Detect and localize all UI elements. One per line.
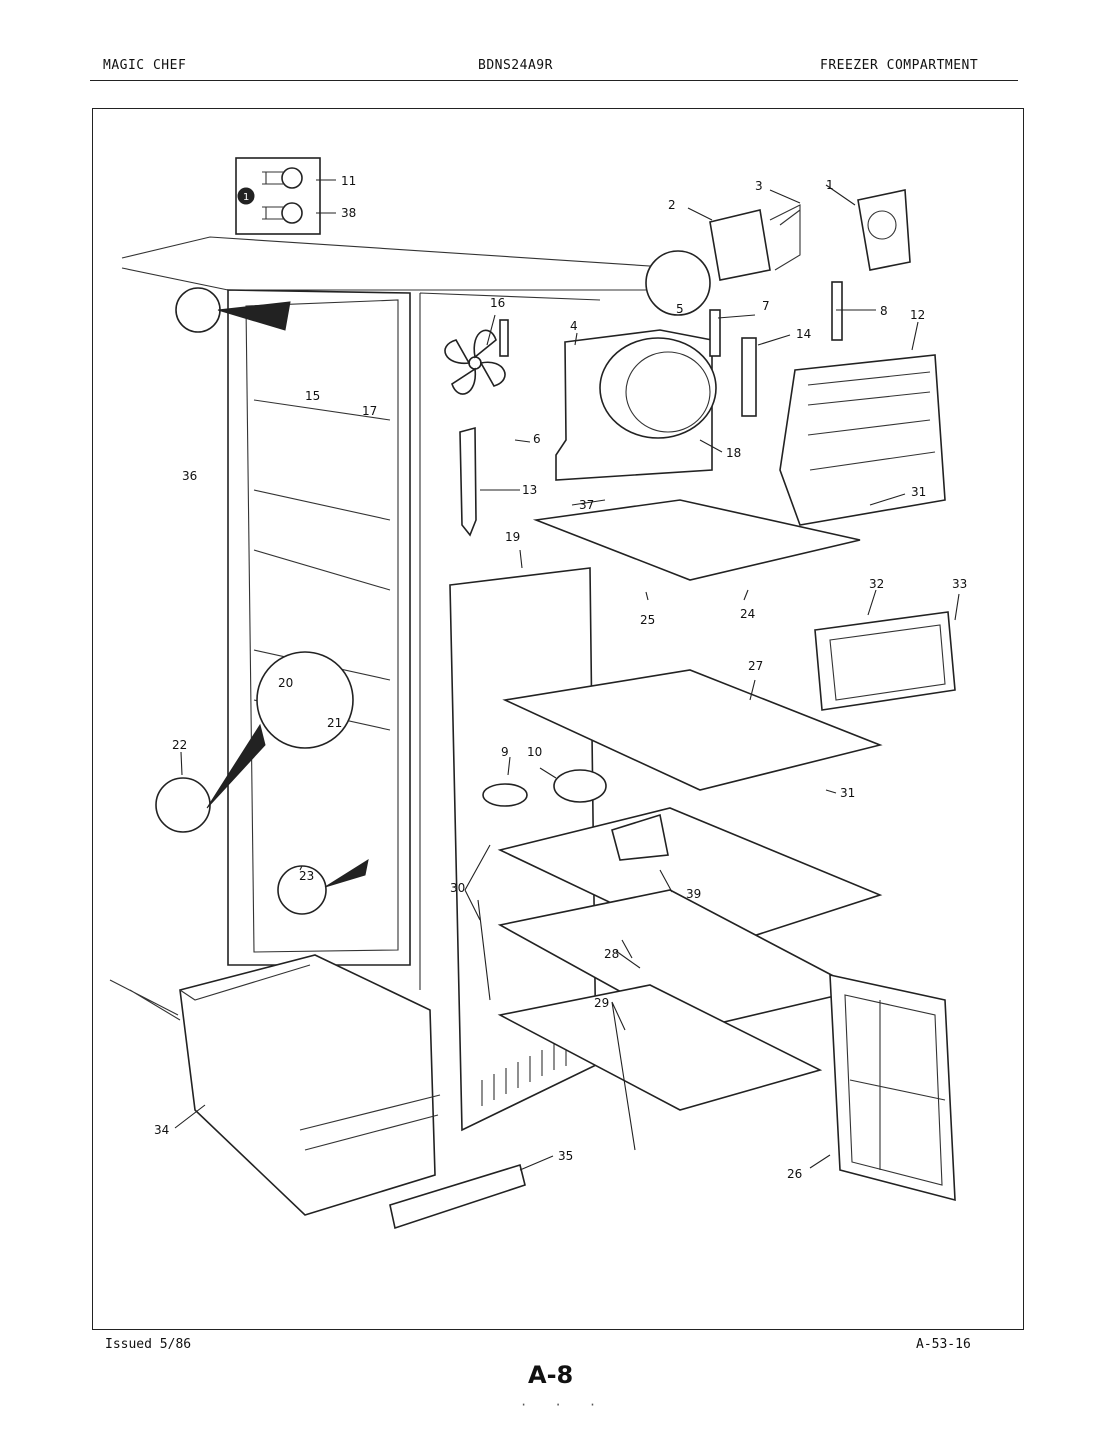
callout-20: 20 bbox=[278, 676, 293, 690]
fan-shroud bbox=[599, 337, 717, 439]
leader-lines bbox=[174, 179, 960, 1171]
clip-39 bbox=[611, 813, 669, 861]
callout-16: 16 bbox=[490, 296, 505, 310]
screw-detail bbox=[256, 651, 354, 749]
callout-22: 22 bbox=[172, 738, 187, 752]
storage-bin bbox=[179, 954, 436, 1216]
glass-shelf-lower bbox=[497, 984, 823, 1111]
bracket bbox=[709, 209, 771, 281]
callout-32: 32 bbox=[869, 577, 884, 591]
light-bracket bbox=[459, 426, 477, 537]
callout-12: 12 bbox=[910, 308, 925, 322]
callout-4: 4 bbox=[570, 319, 578, 333]
note-marker-label: 1 bbox=[243, 192, 249, 203]
callout-15: 15 bbox=[305, 389, 320, 403]
foam-strip bbox=[709, 309, 721, 357]
callout-1: 1 bbox=[826, 178, 834, 192]
callout-9: 9 bbox=[501, 745, 509, 759]
callout-27: 27 bbox=[748, 659, 763, 673]
callout-39: 39 bbox=[686, 887, 701, 901]
document-code: A-53-16 bbox=[916, 1337, 971, 1352]
diagram-frame bbox=[92, 108, 1024, 1330]
bulb-9 bbox=[482, 783, 528, 807]
fan-blade bbox=[444, 329, 506, 395]
callout-7: 7 bbox=[762, 299, 770, 313]
callout-33: 33 bbox=[952, 577, 967, 591]
callout-38: 38 bbox=[341, 206, 356, 220]
cap-detail bbox=[155, 777, 211, 833]
channel bbox=[741, 337, 757, 417]
callout-10: 10 bbox=[527, 745, 542, 759]
callout-34: 34 bbox=[154, 1123, 169, 1137]
tape-strip bbox=[831, 281, 843, 341]
callout-6: 6 bbox=[533, 432, 541, 446]
callout-24: 24 bbox=[740, 607, 755, 621]
callout-11: 11 bbox=[341, 174, 356, 188]
note-marker-icon bbox=[237, 187, 255, 205]
bulb-10 bbox=[553, 769, 607, 803]
callout-19: 19 bbox=[505, 530, 520, 544]
callout-30: 30 bbox=[450, 881, 465, 895]
callout-18: 18 bbox=[726, 446, 741, 460]
middle-shelf bbox=[502, 669, 883, 791]
access-panel bbox=[829, 973, 956, 1202]
callout-37: 37 bbox=[579, 498, 594, 512]
vent-slots bbox=[481, 1040, 567, 1106]
upper-shelf bbox=[532, 499, 861, 581]
callout-35: 35 bbox=[558, 1149, 573, 1163]
callout-23: 23 bbox=[299, 869, 314, 883]
callout-31-lower: 31 bbox=[840, 786, 855, 800]
issued-date: Issued 5/86 bbox=[105, 1337, 192, 1352]
cabinet-body bbox=[109, 236, 701, 1021]
scan-dots: · · · bbox=[520, 1398, 607, 1412]
thermostat-detail bbox=[645, 250, 711, 316]
callout-8: 8 bbox=[880, 304, 888, 318]
header-rule bbox=[90, 80, 1018, 81]
brand-name: MAGIC CHEF bbox=[103, 58, 187, 73]
callout-13: 13 bbox=[522, 483, 537, 497]
bulb-socket-inset: 1 bbox=[235, 157, 321, 235]
callout-21: 21 bbox=[327, 716, 342, 730]
callout-14: 14 bbox=[796, 327, 811, 341]
callout-36: 36 bbox=[182, 469, 197, 483]
door-frame bbox=[814, 611, 956, 711]
callout-29: 29 bbox=[594, 996, 609, 1010]
callout-2: 2 bbox=[668, 198, 676, 212]
control-panel bbox=[779, 354, 946, 526]
trim-strip bbox=[389, 1163, 526, 1230]
callout-31-upper: 31 bbox=[911, 485, 926, 499]
callout-3: 3 bbox=[755, 179, 763, 193]
callout-28: 28 bbox=[604, 947, 619, 961]
damper-housing bbox=[857, 189, 911, 271]
section-title: FREEZER COMPARTMENT bbox=[820, 58, 979, 73]
callout-26: 26 bbox=[787, 1167, 802, 1181]
callout-17: 17 bbox=[362, 404, 377, 418]
page-number: A-8 bbox=[528, 1361, 574, 1389]
grommet-detail bbox=[175, 287, 221, 333]
callout-25: 25 bbox=[640, 613, 655, 627]
model-number: BDNS24A9R bbox=[478, 58, 553, 73]
callout-5: 5 bbox=[676, 302, 684, 316]
